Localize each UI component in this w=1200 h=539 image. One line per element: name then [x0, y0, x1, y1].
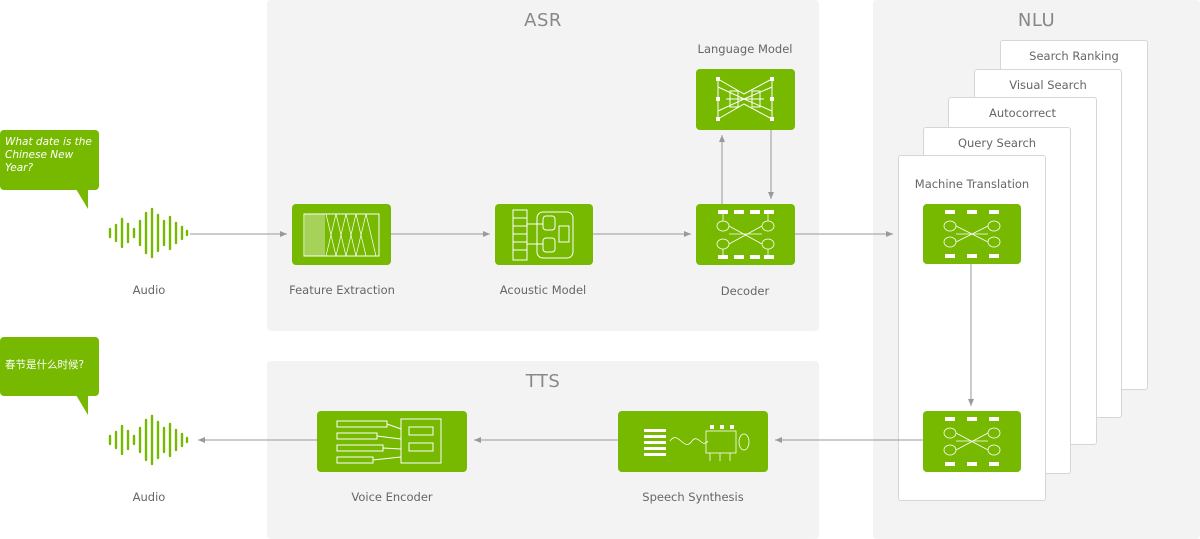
network-icon	[716, 77, 774, 121]
output-audio-label: Audio	[132, 490, 166, 504]
language-model-box	[696, 69, 795, 130]
nlu-card-label: Autocorrect	[989, 106, 1056, 120]
translation-graph-icon	[943, 210, 1001, 258]
answer-text: 春节是什么时候?	[5, 359, 85, 371]
speech-synthesis-box	[618, 411, 768, 472]
tts-title: TTS	[525, 371, 561, 392]
feature-extraction-label: Feature Extraction	[289, 283, 395, 297]
question-bubble: What date is the Chinese New Year?	[0, 130, 99, 209]
question-text: What date is the Chinese New Year?	[5, 136, 92, 174]
audio-waveform-icon	[108, 207, 189, 259]
machine-translation-box-top	[923, 204, 1021, 264]
audio-waveform-icon	[108, 414, 189, 466]
nlu-card-label: Query Search	[957, 136, 1037, 150]
decoder-box	[696, 204, 795, 265]
synthesis-network-icon	[644, 425, 750, 461]
decoder-graph-icon	[716, 210, 775, 259]
acoustic-model-box	[495, 204, 593, 265]
bubble-tail	[76, 395, 88, 415]
input-audio-label: Audio	[132, 283, 166, 297]
nlu-card-label: Visual Search	[1009, 78, 1087, 92]
language-model-label: Language Model	[697, 42, 793, 56]
acoustic-network-icon	[512, 209, 574, 261]
voice-encoder-label: Voice Encoder	[351, 490, 433, 504]
answer-bubble: 春节是什么时候?	[0, 337, 99, 415]
machine-translation-box-bottom	[923, 411, 1021, 472]
nlu-title: NLU	[1017, 10, 1056, 31]
spectrogram-icon	[303, 213, 380, 257]
asr-panel: ASR	[267, 0, 819, 331]
bubble-tail	[76, 189, 88, 209]
asr-title: ASR	[524, 10, 562, 31]
nlu-card-label: Search Ranking	[1029, 49, 1119, 63]
nlu-card-label: Machine Translation	[914, 177, 1030, 191]
voice-encoder-box	[317, 411, 467, 472]
speech-synthesis-label: Speech Synthesis	[642, 490, 744, 504]
feature-extraction-box	[292, 204, 391, 265]
decoder-label: Decoder	[720, 284, 770, 298]
translation-graph-icon	[943, 417, 1001, 466]
encoder-network-icon	[336, 418, 442, 464]
acoustic-model-label: Acoustic Model	[499, 283, 587, 297]
